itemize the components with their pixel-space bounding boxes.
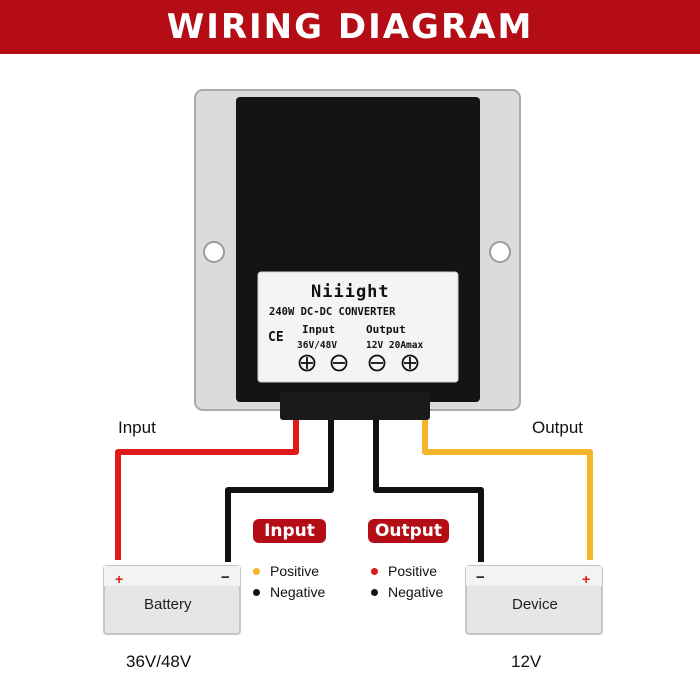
mount-hole-right	[489, 241, 511, 263]
legend-input-positive-row: Positive	[253, 563, 319, 579]
yellow-dot-icon	[253, 567, 260, 575]
converter-output-rating: 12V 20Amax	[366, 340, 424, 351]
input-plus-symbol	[298, 354, 316, 372]
legend-output-negative: Negative	[388, 584, 444, 600]
mount-hole-left	[203, 241, 225, 263]
battery-voltage: 36V/48V	[126, 652, 192, 671]
legend-input-title: Input	[253, 519, 326, 543]
output-wire-label: Output	[532, 418, 584, 437]
converter-label-plate	[257, 271, 459, 383]
legend-output-title: Output	[368, 519, 449, 543]
brand-name: Niiight	[311, 282, 390, 302]
input-minus-symbol	[330, 354, 348, 372]
legend-input-negative: Negative	[270, 584, 326, 600]
ce-mark: CE	[268, 330, 284, 345]
converter-model: 240W DC-DC CONVERTER	[269, 306, 396, 318]
black-dot-icon	[371, 588, 378, 596]
legend-output-positive: Positive	[388, 563, 438, 579]
legend-input-positive: Positive	[270, 563, 320, 579]
cable-exit-block	[280, 392, 430, 420]
device-plus-sign: +	[582, 571, 591, 587]
input-wire-label: Input	[118, 418, 156, 437]
legend-output-positive-row: Positive	[371, 563, 437, 579]
device-top-strip	[466, 566, 602, 586]
red-dot-icon	[371, 567, 378, 575]
output-minus-symbol	[368, 354, 386, 372]
battery-minus-sign: −	[221, 569, 230, 586]
black-dot-icon	[253, 588, 260, 596]
converter-output-label: Output	[366, 323, 406, 336]
converter-input-voltage: 36V/48V	[297, 340, 338, 351]
battery-label: Battery	[144, 596, 192, 613]
device-voltage: 12V	[511, 652, 542, 671]
legend-output-negative-row: Negative	[371, 584, 443, 600]
title-banner: WIRING DIAGRAM	[0, 0, 700, 54]
battery-top-strip	[104, 566, 240, 586]
device-label: Device	[512, 596, 558, 613]
output-negative-wire	[373, 420, 484, 562]
legend-input-negative-row: Negative	[253, 584, 325, 600]
converter-input-label: Input	[302, 323, 336, 336]
output-positive-wire	[422, 420, 593, 560]
input-positive-wire	[115, 420, 299, 560]
device-minus-sign: −	[476, 569, 485, 586]
input-negative-wire	[225, 420, 334, 562]
output-plus-symbol	[401, 354, 419, 372]
battery-plus-sign: +	[115, 571, 124, 587]
page-title: WIRING DIAGRAM	[166, 7, 534, 47]
